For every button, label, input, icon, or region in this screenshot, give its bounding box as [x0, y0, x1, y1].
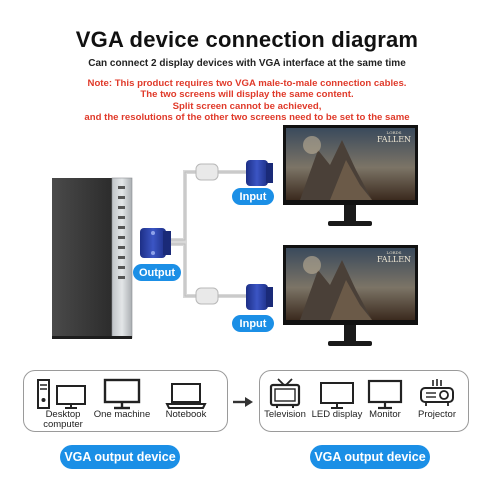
monitor-top [283, 125, 418, 226]
monitor-icon [367, 379, 403, 410]
input-device-caption: VGA output device [310, 445, 430, 469]
device-label: LED display [311, 409, 363, 420]
device-one-machine: One machine [90, 378, 154, 420]
arrow-right-icon [233, 397, 253, 407]
laptop-icon [165, 383, 207, 409]
device-notebook: Notebook [156, 378, 216, 420]
output-device-caption: VGA output device [60, 445, 180, 469]
note-line: and the resolutions of the other two scr… [84, 111, 410, 123]
warning-notes: Note: This product requires two VGA male… [0, 78, 494, 123]
device-label: One machine [93, 409, 151, 420]
input-badge-bottom: Input [232, 315, 274, 332]
all-in-one-icon [103, 378, 141, 410]
screen-logo-big: FALLEN [377, 255, 411, 264]
projector-icon [420, 379, 454, 406]
device-led-display: LED display [309, 376, 365, 420]
device-label: Desktop computer [43, 409, 83, 430]
input-badge-top: Input [232, 188, 274, 205]
device-label: Television [264, 409, 306, 420]
device-television: Television [259, 376, 311, 420]
output-badge: Output [133, 264, 181, 281]
pc-tower [52, 177, 133, 339]
television-icon [269, 378, 301, 408]
screen-logo-small: LORDS [387, 130, 402, 135]
device-label: Notebook [165, 409, 207, 420]
device-projector: Projector [410, 376, 464, 420]
note-line: The two screens will display the same co… [140, 89, 354, 101]
led-display-icon [320, 382, 354, 409]
device-desktop-computer: Desktop computer [35, 378, 91, 430]
vga-connector-input-bottom [246, 284, 273, 310]
vga-connector-output [140, 228, 171, 258]
page-subtitle: Can connect 2 display devices with VGA i… [88, 58, 406, 69]
screen-logo-small: LORDS [387, 250, 402, 255]
device-label: Monitor [369, 409, 401, 420]
monitor-bottom [283, 245, 418, 346]
desktop-computer-icon [37, 379, 86, 409]
screen-logo-big: FALLEN [377, 135, 411, 144]
note-line: Note: This product requires two VGA male… [87, 78, 407, 89]
note-line: Split screen cannot be achieved, [172, 100, 322, 112]
vga-connector-input-top [246, 160, 273, 186]
page-title: VGA device connection diagram [75, 27, 419, 52]
device-label: Projector [417, 409, 456, 420]
device-monitor: Monitor [360, 376, 410, 420]
